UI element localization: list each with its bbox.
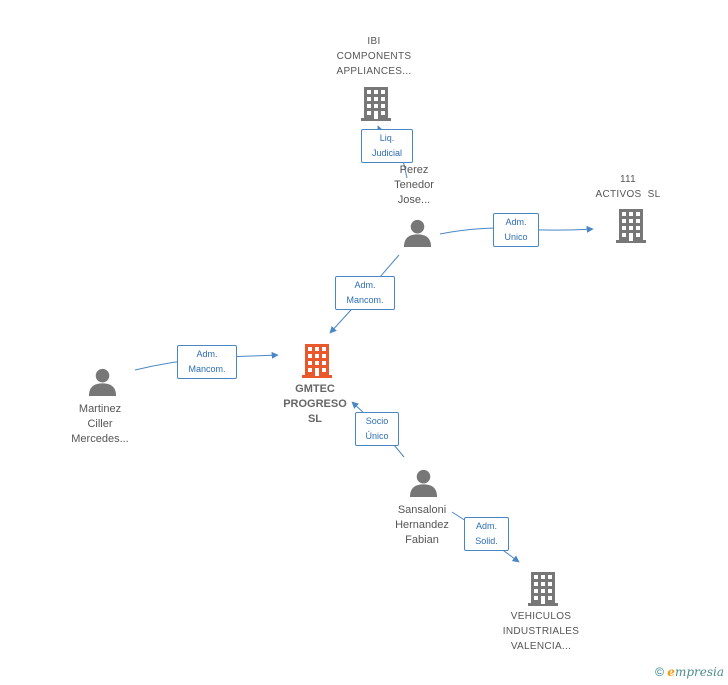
relation-label-adm-mancom-martinez[interactable]: Adm. Mancom. [177, 345, 237, 379]
relation-label-adm-mancom-perez[interactable]: Adm. Mancom. [335, 276, 395, 310]
person-icon[interactable] [88, 368, 117, 396]
relation-label-adm-unico[interactable]: Adm. Unico [493, 213, 539, 247]
building-icon[interactable] [528, 572, 558, 606]
node-label-gmtec[interactable]: GMTEC PROGRESO SL [283, 383, 347, 425]
relation-edges [134, 125, 594, 563]
building-icon[interactable] [302, 344, 332, 378]
building-icon[interactable] [361, 87, 391, 121]
node-label-activos[interactable]: 111 ACTIVOS SL [595, 174, 661, 200]
node-icons [88, 87, 646, 606]
person-icon[interactable] [403, 219, 432, 247]
building-icon[interactable] [616, 209, 646, 243]
relation-label-adm-solid[interactable]: Adm. Solid. [464, 517, 509, 551]
brand-name: empresia [667, 665, 724, 679]
person-icon[interactable] [409, 469, 438, 497]
empresia-logo[interactable]: © empresia [655, 665, 724, 679]
node-label-sansaloni[interactable]: Sansaloni Hernandez Fabian [395, 504, 449, 546]
node-label-vehiculos[interactable]: VEHICULOS INDUSTRIALES VALENCIA... [502, 611, 580, 652]
relation-label-liq-judicial[interactable]: Liq. Judicial [361, 129, 413, 163]
node-label-ibi[interactable]: IBI COMPONENTS APPLIANCES... [336, 36, 412, 77]
node-label-perez[interactable]: Perez Tenedor Jose... [394, 164, 434, 206]
copyright-icon: © [655, 665, 664, 679]
node-label-martinez[interactable]: Martinez Ciller Mercedes... [71, 403, 129, 445]
relation-label-socio-unico[interactable]: Socio Único [355, 412, 399, 446]
